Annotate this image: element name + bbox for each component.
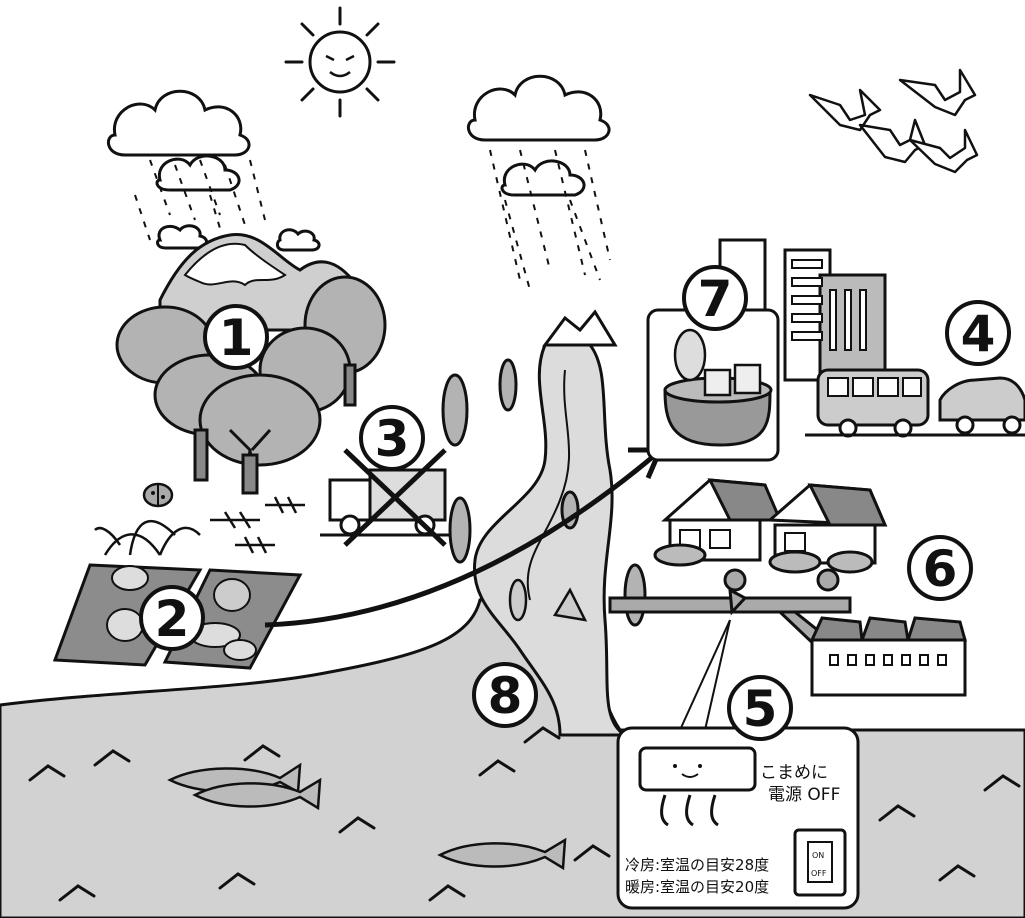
- callout-pointer: [680, 620, 730, 730]
- marker-8: 8: [474, 664, 536, 726]
- factory: [812, 618, 965, 695]
- tip-power-off-line1: こまめに: [760, 763, 828, 783]
- car: [940, 378, 1025, 433]
- flying-birds: [810, 70, 977, 172]
- ladybug: [144, 484, 172, 506]
- marker-1-label: 1: [219, 309, 254, 367]
- tip-power-off-line2: 電源 OFF: [768, 785, 840, 805]
- marker-6: 6: [909, 537, 971, 599]
- grass: [95, 521, 200, 555]
- marker-7-label: 7: [698, 270, 733, 328]
- houses: [655, 480, 885, 572]
- marker-5: 5: [729, 677, 791, 739]
- light-switch: ON OFF: [795, 830, 845, 895]
- callout-pointer-2: [705, 620, 730, 730]
- left-rain-clouds: [108, 91, 319, 250]
- dragonflies: [210, 497, 305, 553]
- marker-5-label: 5: [743, 680, 778, 738]
- tip-cooling-temp: 冷房:室温の目安28度: [625, 856, 769, 874]
- middle-rain-clouds: [468, 76, 609, 195]
- marker-2-label: 2: [155, 590, 190, 648]
- marker-8-label: 8: [488, 667, 523, 725]
- marker-6-label: 6: [923, 540, 958, 598]
- sun: [286, 8, 394, 116]
- bus: [818, 370, 928, 436]
- marker-1: 1: [205, 306, 267, 368]
- marker-7: 7: [684, 267, 746, 329]
- marker-2: 2: [141, 587, 203, 649]
- switch-off-label: OFF: [811, 869, 827, 878]
- river-source-mountain: [545, 312, 615, 345]
- marker-3-label: 3: [375, 410, 410, 468]
- switch-on-label: ON: [812, 851, 824, 860]
- marker-3: 3: [361, 407, 423, 469]
- tip-heating-temp: 暖房:室温の目安20度: [625, 878, 769, 896]
- marker-4-label: 4: [961, 305, 996, 363]
- marker-4: 4: [947, 302, 1009, 364]
